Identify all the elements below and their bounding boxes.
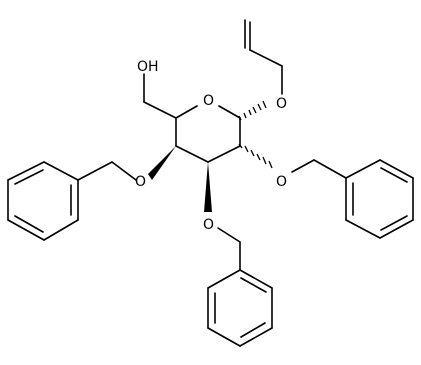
- o4-benzyloxy-group: [7, 146, 176, 241]
- anomeric-oxygen-label: O: [276, 96, 287, 112]
- o3-oxygen-label: O: [203, 217, 214, 233]
- hydroxymethyl-group: [143, 73, 177, 119]
- o3-benzyloxy-group: [204, 162, 273, 347]
- ring-oxygen-label: O: [203, 93, 214, 109]
- allyl-ether-group: [238, 19, 283, 121]
- pyranose-ring: [175, 105, 241, 163]
- hydroxyl-label: OH: [137, 59, 159, 75]
- o2-oxygen-label: O: [276, 174, 287, 190]
- o4-oxygen-label: O: [135, 174, 146, 190]
- o2-benzyloxy-group: [238, 143, 414, 239]
